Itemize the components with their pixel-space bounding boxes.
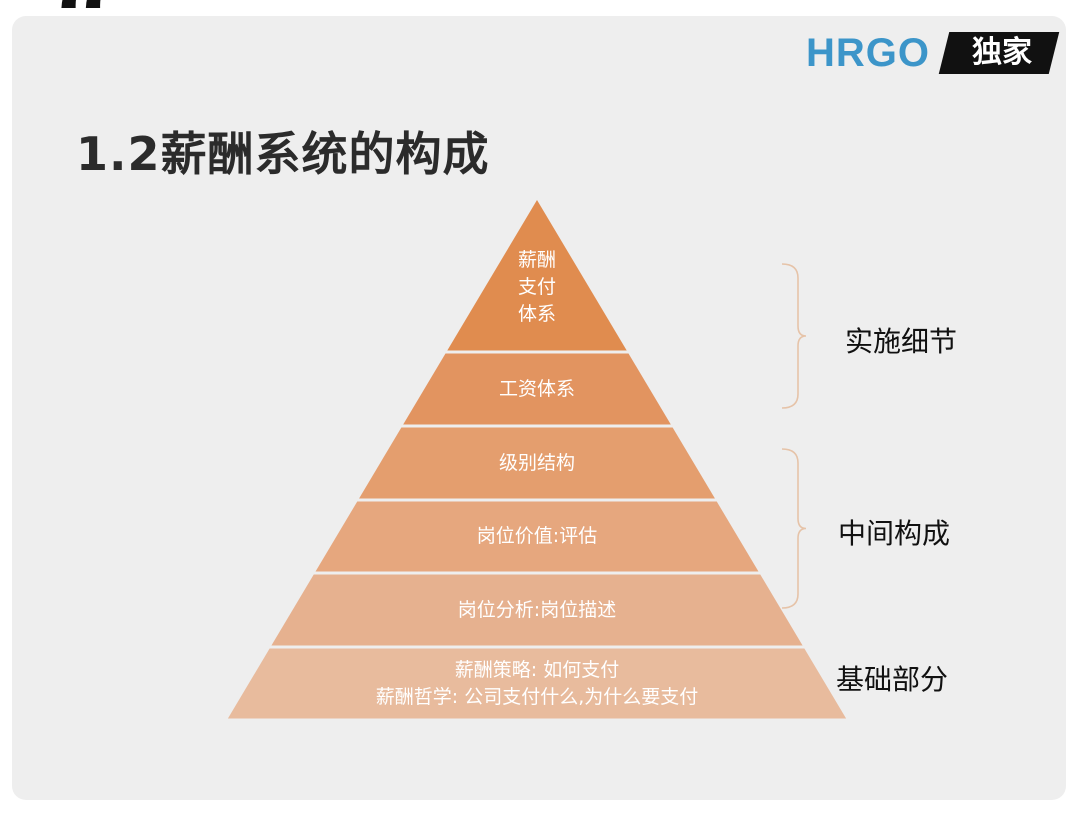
- pyramid-level-line: 岗位分析:岗位描述: [457, 598, 617, 621]
- pyramid-level-line: 体系: [517, 302, 557, 325]
- pyramid-level-label: 岗位价值:评估: [477, 523, 597, 550]
- pyramid-level-label: 薪酬策略: 如何支付薪酬哲学: 公司支付什么,为什么要支付: [376, 657, 698, 711]
- pyramid-level-4: [315, 501, 759, 572]
- pyramid-level-label: 级别结构: [499, 450, 575, 477]
- group-label-implementation: 实施细节: [845, 325, 958, 358]
- pyramid-level-label: 工资体系: [499, 376, 575, 403]
- pyramid-level-1: [447, 200, 627, 351]
- pyramid-level-6: [227, 648, 847, 719]
- pyramid-level-line: 薪酬策略: 如何支付: [454, 658, 620, 681]
- logo-tag: 独家: [972, 35, 1032, 70]
- pyramid-level-line: 薪酬哲学: 公司支付什么,为什么要支付: [375, 685, 699, 708]
- pyramid-level-line: 工资体系: [498, 377, 576, 400]
- bracket-implementation: [781, 263, 807, 409]
- pyramid-level-line: 岗位价值:评估: [476, 525, 598, 547]
- logo-text: HRGO: [806, 31, 930, 75]
- pyramid-level-2: [403, 353, 671, 425]
- pyramid-level-line: 薪酬: [517, 248, 557, 271]
- quote-mark: “: [54, 0, 117, 83]
- pyramid-level-label: 岗位分析:岗位描述: [458, 597, 616, 624]
- pyramid-level-line: 级别结构: [498, 451, 576, 474]
- page-title: 1.2薪酬系统的构成: [76, 127, 490, 181]
- pyramid-brackets: [781, 263, 807, 609]
- pyramid-level-5: [271, 574, 803, 646]
- pyramid-level-line: 支付: [517, 275, 557, 298]
- bracket-middle: [781, 448, 807, 609]
- brand-logo: HRGO 独家: [806, 30, 1060, 76]
- pyramid-level-label: 薪酬支付体系: [518, 247, 556, 328]
- pyramid-bands: [227, 200, 847, 719]
- group-label-foundation: 基础部分: [836, 663, 949, 696]
- group-label-middle: 中间构成: [838, 517, 951, 550]
- pyramid-level-3: [359, 427, 715, 499]
